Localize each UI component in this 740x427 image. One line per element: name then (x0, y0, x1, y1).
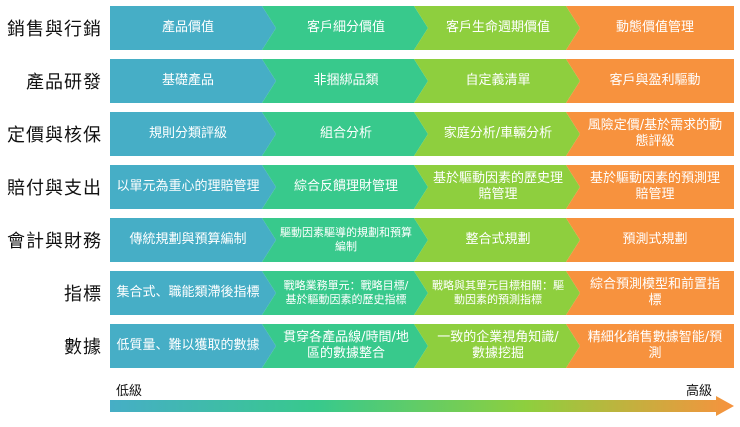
axis-low-label: 低級 (116, 384, 143, 399)
stage-cell: 產品價值 (110, 6, 276, 50)
stage-cell: 家庭分析/車輛分析 (414, 112, 580, 156)
stage-cell: 以單元為重心的理賠管理 (110, 165, 276, 209)
row-label-claims: 賠付與支出 (7, 178, 102, 199)
stage-cell: 低質量、難以獲取的數據 (110, 324, 276, 368)
stage-cell: 集合式、職能類滯後指標 (110, 271, 276, 315)
stage-cell: 驅動因素驅導的規劃和預算編制 (262, 218, 428, 262)
row-cells-sales-marketing: 產品價值 客戶細分價值 客戶生命週期價值 動態價值管理 (110, 6, 734, 50)
stage-cell: 精細化銷售數據智能/預測 (566, 324, 734, 368)
row-cells-product-dev: 基礎產品 非捆綁品類 自定義清單 客戶與盈利驅動 (110, 59, 734, 103)
stage-cell: 自定義清單 (414, 59, 580, 103)
row-cells-data: 低質量、難以獲取的數據 貫穿各產品線/時間/地區的數據整合 一致的企業視角知識/… (110, 324, 734, 368)
stage-cell: 動態價值管理 (566, 6, 734, 50)
stage-cell: 基於驅動因素的歷史理賠管理 (414, 165, 580, 209)
stage-cell: 風險定價/基於需求的動態評級 (566, 112, 734, 156)
row-cells-accounting: 傳統規劃與預算編制 驅動因素驅導的規劃和預算編制 整合式規劃 預測式規劃 (110, 218, 734, 262)
maturity-arrow (110, 396, 734, 416)
row-cells-pricing: 規則分類評級 組合分析 家庭分析/車輛分析 風險定價/基於需求的動態評級 (110, 112, 734, 156)
row-label-sales-marketing: 銷售與行銷 (7, 19, 102, 40)
stage-cell: 組合分析 (262, 112, 428, 156)
row-label-pricing: 定價與核保 (7, 125, 102, 146)
stage-cell: 非捆綁品類 (262, 59, 428, 103)
stage-cell: 一致的企業視角知識/數據挖掘 (414, 324, 580, 368)
stage-cell: 戰略與其單元目標相關：驅動因素的預測指標 (414, 271, 580, 315)
stage-cell: 客戶與盈利驅動 (566, 59, 734, 103)
stage-cell: 客戶生命週期價值 (414, 6, 580, 50)
stage-cell: 基礎產品 (110, 59, 276, 103)
row-label-product-dev: 產品研發 (26, 72, 102, 93)
axis-high-label: 高級 (685, 384, 712, 399)
row-label-data: 數據 (64, 337, 102, 358)
row-label-metrics: 指標 (64, 284, 102, 305)
row-label-accounting: 會計與財務 (7, 231, 102, 252)
stage-cell: 戰略業務單元：戰略目標/基於驅動因素的歷史指標 (262, 271, 428, 315)
row-cells-claims: 以單元為重心的理賠管理 綜合反饋理財管理 基於驅動因素的歷史理賠管理 基於驅動因… (110, 165, 734, 209)
stage-cell: 預測式規劃 (566, 218, 734, 262)
stage-cell: 規則分類評級 (110, 112, 276, 156)
stage-cell: 整合式規劃 (414, 218, 580, 262)
stage-cell: 綜合反饋理財管理 (262, 165, 428, 209)
row-cells-metrics: 集合式、職能類滯後指標 戰略業務單元：戰略目標/基於驅動因素的歷史指標 戰略與其… (110, 271, 734, 315)
stage-cell: 綜合預測模型和前置指標 (566, 271, 734, 315)
stage-cell: 貫穿各產品線/時間/地區的數據整合 (262, 324, 428, 368)
stage-cell: 客戶細分價值 (262, 6, 428, 50)
stage-cell: 基於驅動因素的預測理賠管理 (566, 165, 734, 209)
stage-cell: 傳統規劃與預算編制 (110, 218, 276, 262)
